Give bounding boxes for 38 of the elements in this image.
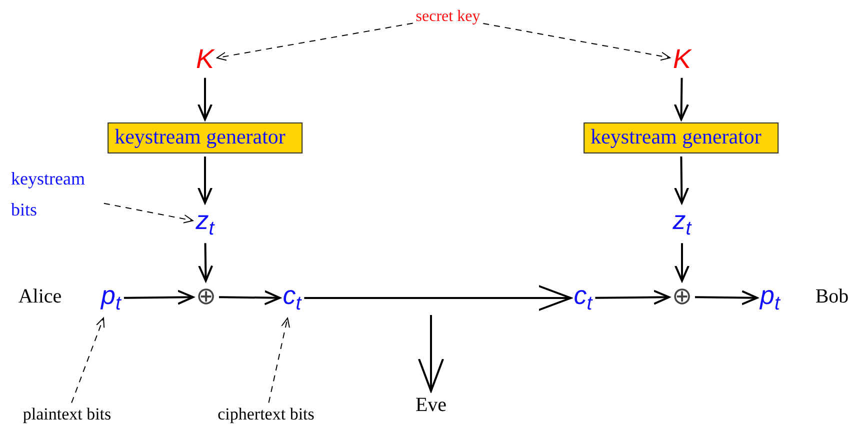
arrow bbox=[304, 285, 572, 311]
xor-symbol: ⊕ bbox=[196, 284, 216, 310]
dashed-arrow bbox=[268, 318, 290, 404]
arrow bbox=[674, 243, 690, 282]
dashed-arrow bbox=[216, 22, 414, 61]
variable-label: p$_{t}$ bbox=[760, 280, 780, 316]
arrow bbox=[198, 156, 212, 204]
arrow bbox=[124, 290, 194, 305]
annotation-text: plaintext bits bbox=[22, 406, 112, 424]
arrow bbox=[694, 290, 758, 306]
variable-label: c$_{t}$ bbox=[574, 280, 592, 316]
arrow bbox=[218, 290, 281, 306]
variable-label: K bbox=[196, 45, 214, 75]
variable-label: p$_{t}$ bbox=[101, 280, 121, 316]
arrow bbox=[674, 78, 689, 120]
annotation-text: keystream bits bbox=[11, 163, 101, 225]
process-box bbox=[108, 122, 302, 154]
variable-label: z$_{t}$ bbox=[196, 206, 214, 240]
arrow bbox=[198, 78, 212, 120]
variable-label: K bbox=[673, 45, 691, 75]
party-name: Bob bbox=[815, 286, 849, 308]
arrow bbox=[674, 156, 690, 204]
dashed-arrow bbox=[482, 22, 671, 61]
variable-label: z$_{t}$ bbox=[672, 206, 692, 240]
person-label: Eve bbox=[415, 394, 447, 416]
dashed-arrow bbox=[71, 317, 105, 404]
party-name: Alice bbox=[18, 286, 62, 308]
process-box bbox=[584, 122, 778, 154]
xor-symbol: ⊕ bbox=[672, 284, 692, 310]
box-label: keystream generator bbox=[114, 124, 286, 148]
arrow bbox=[198, 243, 214, 282]
arrow bbox=[418, 315, 444, 392]
annotation-text: ciphertext bits bbox=[218, 406, 314, 424]
arrow bbox=[595, 290, 670, 305]
box-label: keystream generator bbox=[590, 124, 762, 148]
dashed-arrow bbox=[103, 202, 194, 224]
key-label: secret key bbox=[416, 8, 480, 26]
variable-label: c$_{t}$ bbox=[282, 280, 302, 316]
